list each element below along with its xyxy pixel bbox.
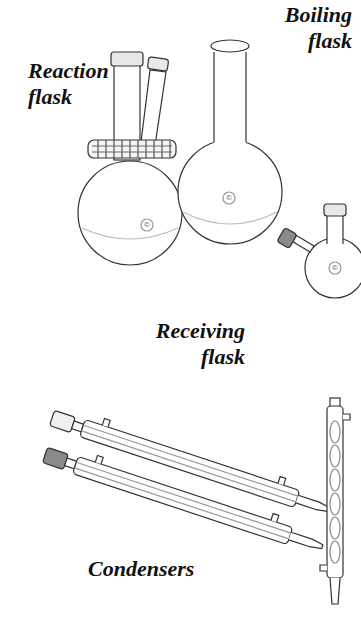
reaction-flask — [78, 52, 182, 265]
part-label: Boiling flask — [240, 2, 352, 54]
part-label: Reaction flask — [28, 58, 138, 110]
straight-condenser — [42, 440, 327, 555]
copyright-mark: © — [224, 194, 234, 202]
boiling-flask — [178, 40, 282, 244]
copyright-mark: © — [330, 264, 340, 272]
part-label: Receiving flask — [110, 318, 245, 370]
copyright-mark: © — [142, 221, 152, 229]
part-label: Condensers — [88, 556, 288, 582]
bulb-condenser — [320, 398, 350, 604]
receiving-flask — [277, 204, 361, 298]
